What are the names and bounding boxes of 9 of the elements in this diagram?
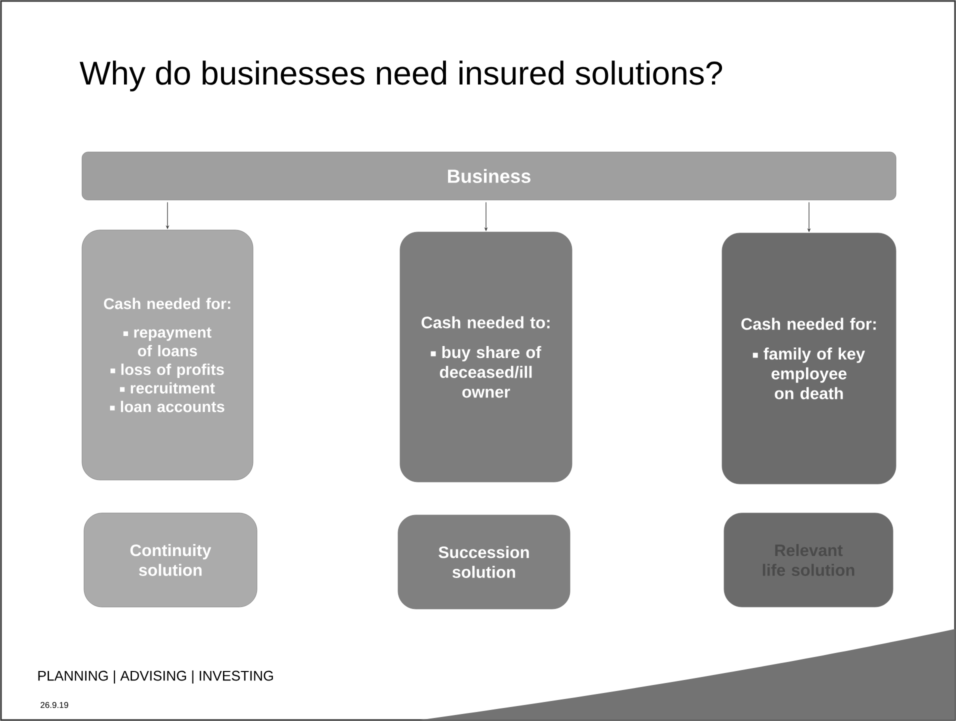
solution-box: Succession solution: [398, 514, 570, 610]
cash-box: Cash needed to: buy share of deceased/ill owner: [400, 232, 572, 482]
cash-box: Cash needed for: repayment of loans loss of profits recruitment loan accounts: [82, 230, 254, 480]
date: 26.9.19: [40, 702, 68, 708]
cash-box: Cash needed for: family of key employee on death: [722, 232, 896, 484]
header-bar: Business: [82, 152, 896, 200]
footer-tagline: PLANNING | ADVISING | INVESTING: [38, 670, 273, 684]
solution-box: Continuity solution: [84, 512, 258, 608]
title: Why do businesses need insured solutions?: [80, 60, 722, 92]
